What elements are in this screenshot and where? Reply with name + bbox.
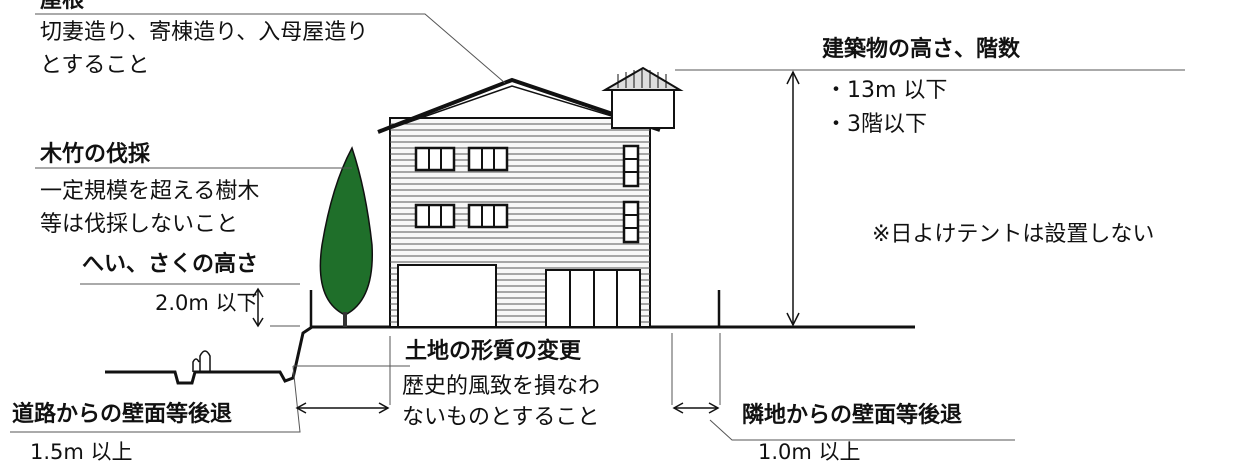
tree-heading: 木竹の伐採 (40, 142, 151, 167)
tree-line-1: 一定規模を超える樹木 (40, 179, 260, 204)
house (377, 66, 684, 328)
fence-value: 2.0m 以下 (155, 291, 258, 315)
land-heading: 土地の形質の変更 (405, 339, 582, 364)
land-line-2: ないものとすること (402, 405, 600, 430)
height-item-2: ・3階以下 (825, 112, 927, 137)
leader-lines (10, 13, 1185, 441)
roof-line-1: 切妻造り、寄棟造り、入母屋造り (40, 20, 369, 45)
fence-heading: へい、さくの高さ (82, 252, 259, 277)
neighbor-setback-heading: 隣地からの壁面等後退 (742, 403, 963, 428)
land-line-1: 歴史的風致を損なわ (402, 374, 601, 399)
height-item-1: ・13m 以下 (825, 78, 948, 103)
roof-line-2: とすること (40, 53, 150, 78)
road-setback-value: 1.5m 以上 (30, 440, 133, 464)
road-embankment (105, 325, 313, 385)
road-setback-heading: 道路からの壁面等後退 (12, 402, 233, 427)
tree (319, 146, 374, 316)
pedestrian-figure (192, 350, 211, 372)
awning-note: ※日よけテントは設置しない (872, 222, 1155, 247)
neighbor-setback-value: 1.0m 以上 (758, 440, 861, 464)
tree-line-2: 等は伐採しないこと (40, 212, 239, 237)
height-heading: 建築物の高さ、階数 (822, 37, 1021, 62)
roof-heading: 屋根 (40, 0, 85, 13)
